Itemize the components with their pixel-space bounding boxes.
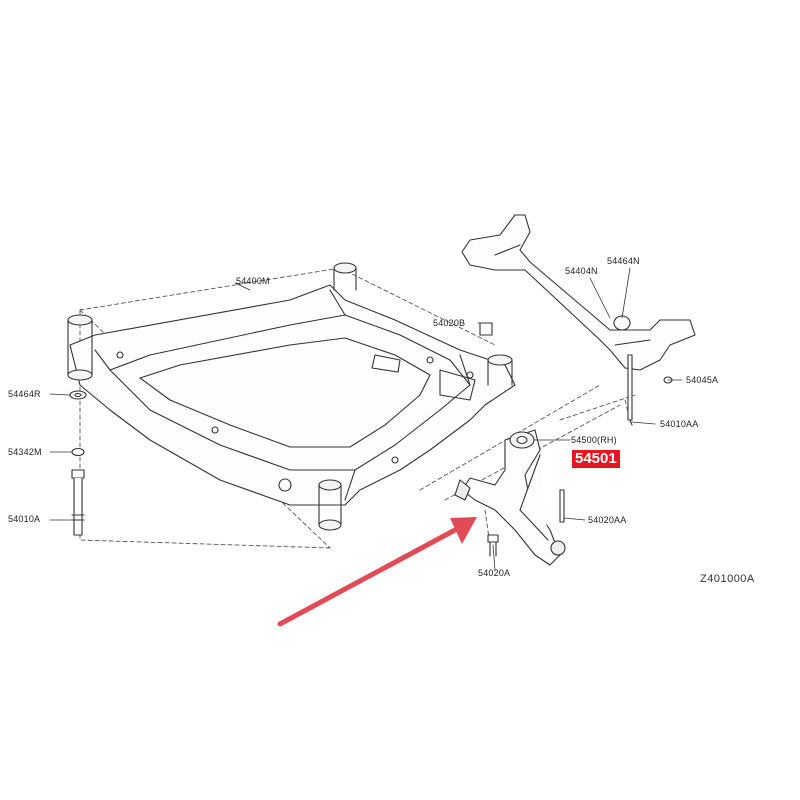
part-label-54020a: 54020A xyxy=(478,568,511,578)
part-label-54464n: 54464N xyxy=(607,256,640,266)
part-label-54020aa: 54020AA xyxy=(588,515,627,525)
subframe xyxy=(69,284,516,506)
mount-bushings xyxy=(67,262,513,531)
diagram-code: Z401000A xyxy=(700,573,755,585)
part-label-54342m: 54342M xyxy=(8,447,42,457)
part-label-54464r: 54464R xyxy=(8,389,41,399)
part-label-54010a: 54010A xyxy=(8,514,41,524)
subframe-holes xyxy=(116,351,476,492)
leader-lines xyxy=(49,267,683,571)
stabilizer-bar xyxy=(461,214,696,371)
part-label-54045a: 54045A xyxy=(686,375,719,385)
highlighted-part-number: 54501 xyxy=(572,450,620,468)
lower-control-arm xyxy=(454,429,566,566)
part-label-54010aa: 54010AA xyxy=(660,419,699,429)
left-hardware xyxy=(69,390,87,536)
pointer-arrow xyxy=(277,517,477,627)
part-label-54400m: 54400M xyxy=(236,276,270,286)
part-label-54404n: 54404N xyxy=(565,266,598,276)
part-label-54020b: 54020B xyxy=(433,318,466,328)
arm-bolts xyxy=(479,322,565,557)
part-label-54500-rh: 54500(RH) xyxy=(571,435,617,445)
